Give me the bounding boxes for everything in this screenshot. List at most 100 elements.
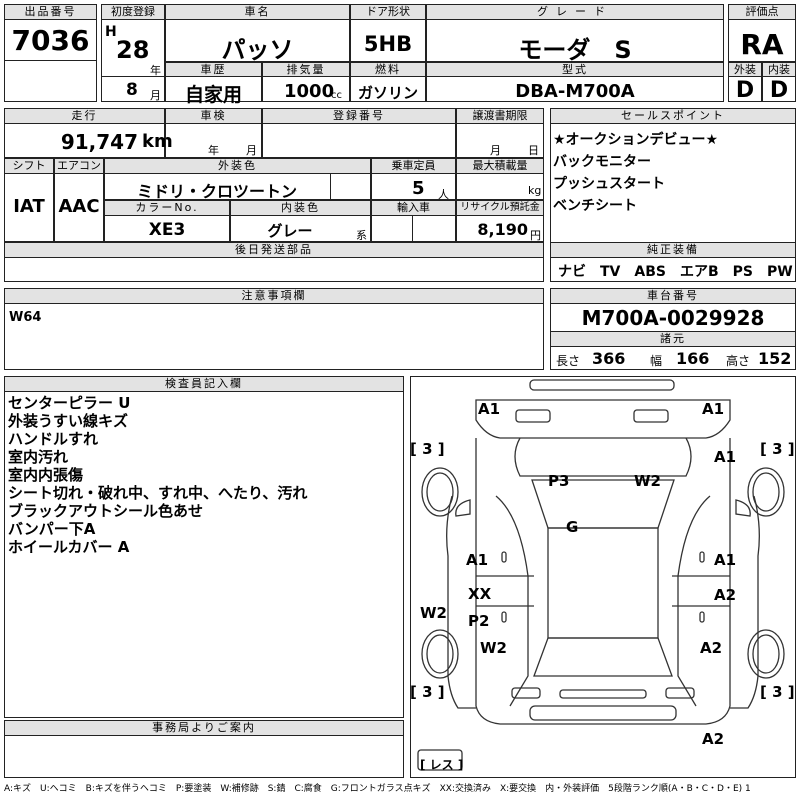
inspection-month-unit: 月 [246,144,257,157]
sales-point-item: プッシュスタート [553,176,665,192]
registration-month: 8 [126,80,138,100]
damage-mark: W2 [634,472,661,490]
equipment-header: 純正装備 [550,242,796,258]
length-label: 長さ [556,354,581,368]
damage-mark: [ 3 ] [410,683,445,701]
damage-mark: W2 [480,639,507,657]
height-value: 152 [758,349,792,368]
sales-point-item: ベンチシート [553,198,637,214]
sales-point-item: ★オークションデビュー★ [553,132,719,148]
first-registration-header: 初度登録 [101,4,165,20]
transfer-day-unit: 日 [528,144,539,157]
chassis-number: M700A-0029928 [581,306,765,330]
car-diagram-icon [417,379,785,771]
inspector-note: シート切れ・破れ中、すれ中、へたり、汚れ [8,484,308,502]
shift-header: シフト [4,158,54,174]
exterior-grade: D [735,78,755,103]
dimensions-header: 諸元 [550,331,796,347]
color-no-header: カラーNo. [104,200,230,216]
history: 自家用 [184,84,242,106]
yen-unit: 円 [530,229,541,242]
door-type-header: ドア形状 [350,4,426,20]
shift: IAT [13,196,45,217]
registration-number-header: 登録番号 [262,108,456,124]
inspector-note: ブラックアウトシール色あせ [8,502,204,520]
damage-mark: W2 [420,604,447,622]
persons-unit: 人 [438,188,449,201]
inspector-note: 室内内張傷 [8,466,84,484]
aircon-header: エアコン [54,158,104,174]
sales-points-header: セールスポイント [550,108,796,124]
displacement: 1000 [284,81,335,102]
damage-mark: A1 [466,551,489,569]
mileage: 91,747 [60,130,138,154]
damage-mark: A2 [702,730,725,748]
color-no: XE3 [148,220,186,240]
car-name: パッソ [221,36,294,64]
notes-text: W64 [9,310,42,325]
transfer-month-unit: 月 [490,144,501,157]
damage-mark: [ レス ] [420,758,464,772]
chassis-header: 車台番号 [550,288,796,304]
damage-mark: [ 3 ] [760,440,795,458]
damage-mark: A1 [714,448,737,466]
damage-mark: XX [468,585,492,603]
damage-mark: A1 [702,400,725,418]
era-initial: H [105,24,117,40]
height-label: 高さ [726,354,751,368]
score-header: 評価点 [728,4,796,20]
inspector-note: 外装うすい線キズ [8,412,129,430]
recycle-fee-header: リサイクル預託金 [456,200,544,216]
lot-number-header: 出品番号 [4,4,97,20]
damage-mark: A2 [714,586,737,604]
exterior-color: ミドリ・クロツートン [136,182,297,201]
inspector-note: センターピラー U [8,394,131,412]
interior-color-header: 内装色 [230,200,371,216]
damage-mark: G [566,518,579,536]
capacity-header: 乗車定員 [371,158,456,174]
inspector-note: ホイールカバー A [8,538,130,556]
exterior-grade-header: 外装 [728,62,762,77]
grade-header: グレード [426,4,724,20]
model-code: DBA-M700A [515,81,635,102]
max-load-header: 最大積載量 [456,158,544,174]
inspection-header: 車検 [165,108,262,124]
inspector-notes-header: 検査員記入欄 [4,376,404,392]
kei-unit: 系 [356,229,367,242]
fuel: ガソリン [357,84,418,102]
damage-diagram-frame [410,376,796,778]
sales-point-item: バックモニター [553,154,651,170]
interior-color: グレー [267,222,313,240]
damage-mark: A1 [478,400,501,418]
month-unit: 月 [150,89,161,102]
grade: モーダ S [518,36,632,64]
aircon: AAC [58,196,100,217]
later-parts-header: 後日発送部品 [4,242,544,258]
model-code-header: 型式 [426,62,724,77]
inspection-year-unit: 年 [208,144,219,157]
inspector-note: ハンドルすれ [8,430,99,448]
cc-unit: cc [331,90,342,101]
history-header: 車歴 [165,62,262,77]
import-header: 輸入車 [371,200,456,216]
damage-mark: [ 3 ] [410,440,445,458]
width-value: 166 [676,349,710,368]
damage-mark: P3 [548,472,570,490]
damage-mark: A1 [714,551,737,569]
lot-number: 7036 [11,24,90,57]
registration-year: 28 [116,36,150,64]
car-name-header: 車名 [165,4,350,20]
recycle-fee: 8,190 [477,220,528,239]
office-notice-header: 事務局よりご案内 [4,720,404,736]
equipment-list: ナビ TV ABS エアB PS PW [558,264,793,280]
displacement-header: 排気量 [262,62,350,77]
door-type: 5HB [363,32,413,56]
width-label: 幅 [650,354,663,368]
damage-legend: A:キズ U:ヘコミ B:キズを伴うヘコミ P:要塗装 W:補修跡 S:錆 C:… [4,784,751,794]
fuel-header: 燃料 [350,62,426,77]
inspector-note: バンパー下A [8,520,96,538]
transfer-deadline-header: 譲渡書期限 [456,108,544,124]
year-unit: 年 [150,64,161,77]
notes-header: 注意事項欄 [4,288,544,304]
